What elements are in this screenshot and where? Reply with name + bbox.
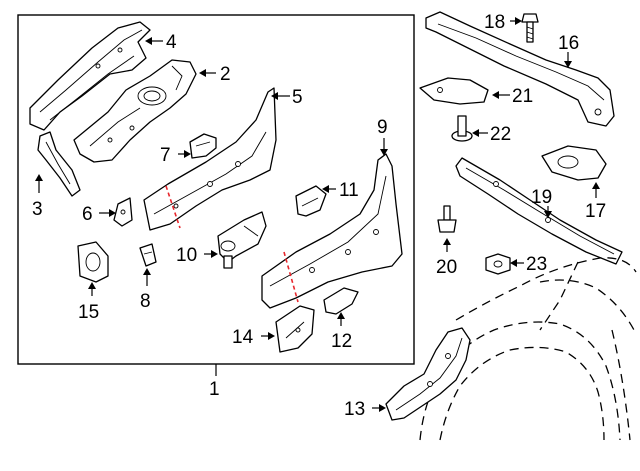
arrow-19 — [544, 211, 552, 218]
arrow-13 — [379, 404, 386, 412]
part-21-bracket — [419, 77, 489, 105]
arrow-7 — [184, 150, 191, 158]
callout-10: 10 — [176, 245, 197, 266]
arrow-8 — [143, 268, 151, 275]
part-6-bracket — [113, 197, 133, 227]
cut-mark-b — [283, 251, 299, 303]
callout-14: 14 — [232, 327, 254, 348]
part-19-lower-rail — [455, 157, 623, 265]
part-23-nut — [485, 253, 511, 275]
callout-5: 5 — [292, 87, 303, 108]
part-14-bracket — [275, 305, 315, 353]
part-10-mount — [217, 211, 267, 269]
part-11-bracket — [295, 185, 327, 217]
callout-7: 7 — [160, 145, 171, 166]
arrow-4 — [145, 37, 152, 45]
part-3-bracket — [37, 131, 81, 197]
arrow-23 — [510, 259, 517, 267]
part-12-bracket — [323, 287, 359, 315]
callout-21: 21 — [512, 86, 533, 107]
callout-8: 8 — [140, 291, 151, 312]
callout-18: 18 — [484, 12, 505, 33]
callout-19: 19 — [531, 187, 552, 208]
callout-6: 6 — [82, 204, 93, 225]
arrow-9 — [380, 149, 388, 156]
arrow-20 — [443, 238, 451, 245]
part-15-plate — [77, 241, 109, 283]
arrow-2 — [199, 69, 206, 77]
callout-16: 16 — [558, 33, 579, 54]
arrow-16 — [564, 61, 572, 68]
arrow-11 — [322, 185, 329, 193]
callout-17: 17 — [585, 201, 606, 222]
part-20-bolt — [437, 205, 457, 233]
callout-11: 11 — [339, 180, 359, 201]
callout-3: 3 — [32, 199, 43, 220]
callout-1: 1 — [209, 379, 220, 400]
arrow-15 — [88, 282, 96, 289]
callout-2: 2 — [220, 64, 231, 85]
arrow-12 — [337, 312, 345, 319]
part-13-fender-bracket — [385, 327, 471, 421]
callout-20: 20 — [436, 257, 457, 278]
part-22-stud — [451, 115, 473, 142]
arrow-6 — [109, 209, 116, 217]
callout-4: 4 — [166, 32, 177, 53]
part-7-gusset — [189, 133, 217, 159]
part-8-clip — [139, 243, 157, 267]
arrow-21 — [492, 91, 499, 99]
callout-23: 23 — [526, 254, 547, 275]
callout-15: 15 — [78, 302, 99, 323]
part-18-bolt — [521, 13, 539, 43]
callout-13: 13 — [344, 399, 365, 420]
part-17-plate — [541, 145, 607, 181]
arrow-14 — [268, 332, 275, 340]
part-5-inner-panel — [143, 87, 277, 231]
part-4-apron-reinforcement — [29, 21, 151, 131]
arrow-17 — [592, 182, 600, 189]
callout-22: 22 — [490, 124, 511, 145]
arrow-22 — [472, 129, 479, 137]
callout-12: 12 — [331, 331, 352, 352]
part-16-upper-rail — [425, 11, 615, 127]
arrow-3 — [35, 174, 43, 181]
cut-mark-a — [165, 185, 181, 229]
part-2-strut-tower — [73, 59, 197, 163]
arrow-18 — [515, 17, 522, 25]
arrow-5 — [271, 92, 278, 100]
callout-9: 9 — [377, 117, 388, 138]
part-9-apron-rail — [261, 153, 403, 309]
arrow-10 — [211, 250, 218, 258]
